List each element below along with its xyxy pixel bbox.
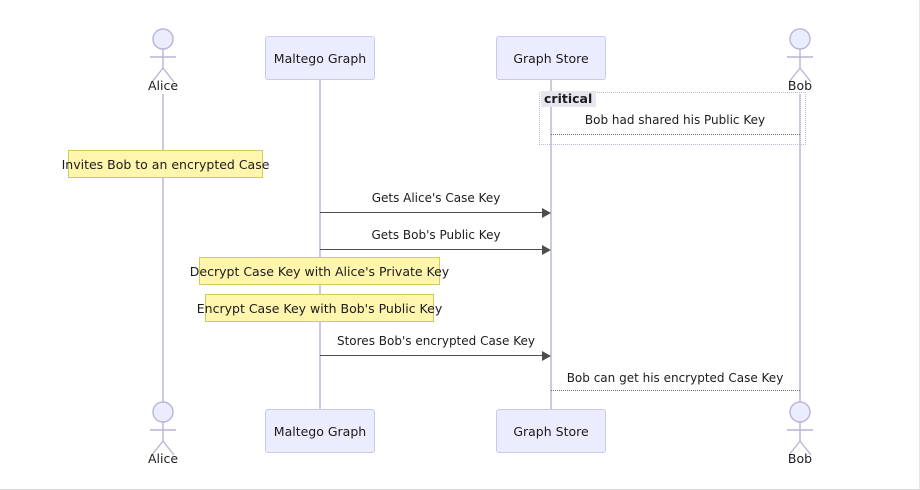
actor-label-bob-top: Bob bbox=[787, 78, 813, 93]
lifeline-graph-store bbox=[550, 80, 552, 410]
actor-label-bob-bottom: Bob bbox=[787, 451, 813, 466]
actor-bob-bottom[interactable]: Bob bbox=[780, 401, 820, 466]
participant-label-graph-store-top: Graph Store bbox=[513, 50, 589, 66]
message-label-bob-had-shared-public-key: Bob had shared his Public Key bbox=[584, 113, 766, 127]
message-line-gets-bobs-public-key bbox=[320, 249, 542, 250]
message-arrowhead-gets-alices-case-key bbox=[542, 208, 551, 218]
actor-figure-icon bbox=[150, 28, 176, 83]
note-encrypt-case-key: Encrypt Case Key with Bob's Public Key bbox=[197, 294, 442, 322]
participant-maltego-graph-top[interactable]: Maltego Graph bbox=[265, 36, 375, 80]
message-label-stores-bobs-encrypted-case-key: Stores Bob's encrypted Case Key bbox=[336, 334, 536, 348]
participant-maltego-graph-bottom[interactable]: Maltego Graph bbox=[265, 409, 375, 453]
message-label-gets-bobs-public-key: Gets Bob's Public Key bbox=[371, 228, 501, 242]
actor-label-alice-top: Alice bbox=[147, 78, 179, 93]
note-text-decrypt-case-key: Decrypt Case Key with Alice's Private Ke… bbox=[189, 263, 450, 279]
lifeline-alice bbox=[162, 94, 164, 404]
note-text-encrypt-case-key: Encrypt Case Key with Bob's Public Key bbox=[196, 300, 443, 316]
message-arrowhead-stores-bobs-encrypted-case-key bbox=[542, 351, 551, 361]
participant-label-maltego-graph-top: Maltego Graph bbox=[273, 50, 367, 66]
actor-figure-icon bbox=[787, 28, 813, 83]
fragment-critical bbox=[539, 92, 806, 145]
note-invites-bob: Invites Bob to an encrypted Case bbox=[62, 150, 269, 178]
actor-figure-icon bbox=[787, 401, 813, 456]
message-line-gets-alices-case-key bbox=[320, 212, 542, 213]
lifeline-bob bbox=[799, 94, 801, 404]
participant-label-graph-store-bottom: Graph Store bbox=[513, 423, 589, 439]
message-line-bob-had-shared-public-key bbox=[551, 134, 800, 135]
fragment-label-critical: critical bbox=[541, 91, 597, 107]
lifeline-maltego-graph bbox=[319, 80, 321, 410]
note-decrypt-case-key: Decrypt Case Key with Alice's Private Ke… bbox=[190, 257, 449, 285]
note-text-invites-bob: Invites Bob to an encrypted Case bbox=[61, 156, 270, 172]
actor-label-alice-bottom: Alice bbox=[147, 451, 179, 466]
participant-graph-store-bottom[interactable]: Graph Store bbox=[496, 409, 606, 453]
actor-bob-top[interactable]: Bob bbox=[780, 28, 820, 93]
actor-alice-top[interactable]: Alice bbox=[143, 28, 183, 93]
message-line-bob-can-get-encrypted-case-key bbox=[551, 390, 800, 391]
message-arrowhead-gets-bobs-public-key bbox=[542, 245, 551, 255]
participant-graph-store-top[interactable]: Graph Store bbox=[496, 36, 606, 80]
actor-figure-icon bbox=[150, 401, 176, 456]
actor-alice-bottom[interactable]: Alice bbox=[143, 401, 183, 466]
message-line-stores-bobs-encrypted-case-key bbox=[320, 355, 542, 356]
participant-label-maltego-graph-bottom: Maltego Graph bbox=[273, 423, 367, 439]
message-label-bob-can-get-encrypted-case-key: Bob can get his encrypted Case Key bbox=[566, 371, 784, 385]
message-label-gets-alices-case-key: Gets Alice's Case Key bbox=[371, 191, 501, 205]
